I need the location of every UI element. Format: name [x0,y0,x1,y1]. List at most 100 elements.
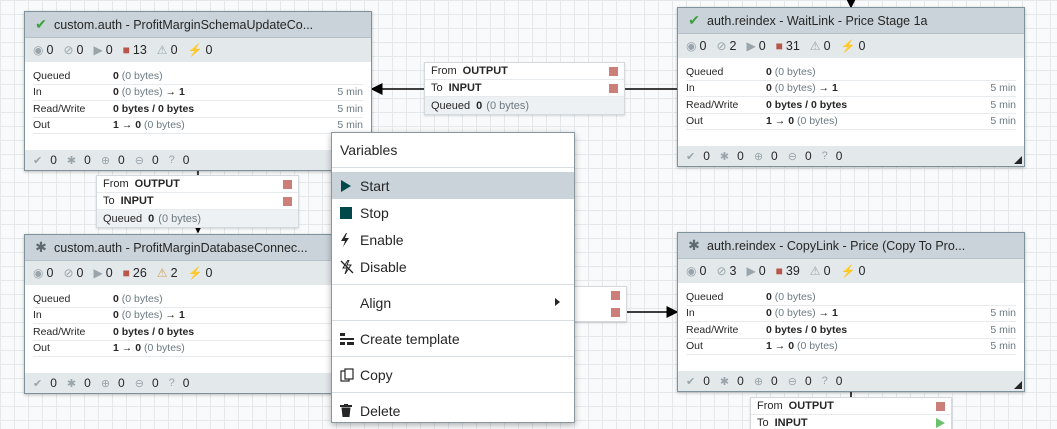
menu-item-stop[interactable]: Stop [332,199,574,226]
stopped-port-icon [611,308,620,317]
process-group-waitlink[interactable]: ✔ auth.reindex - WaitLink - Price Stage … [677,7,1025,167]
stale-icon: ⊕ [753,375,764,388]
menu-item-start[interactable]: Start [332,172,574,199]
process-group-database-connection[interactable]: ✱ custom.auth - ProfitMarginDatabaseConn… [24,234,372,394]
locally-modified-icon: ✱ [66,377,77,390]
play-icon: ▶ [746,264,756,278]
sync-failure-icon: ⊖ [134,154,144,167]
question-icon: ? [821,150,828,162]
invalid-stat: ⚠2 [156,266,178,280]
process-group-title-bar[interactable]: ✱ custom.auth - ProfitMarginDatabaseConn… [25,235,371,261]
stopped-port-icon [609,83,618,93]
status-bar: ◉0 ⊘0 ▶0 ■26 ⚠2 ⚡0 [25,261,371,285]
locally-modified-icon: ✱ [719,375,730,388]
invalid-stat: ⚠0 [156,43,178,57]
not-transmitting-stat: ⊘3 [716,264,737,278]
not-transmitting-icon: ⊘ [63,43,74,57]
play-icon: ▶ [93,43,103,57]
locally-modified-icon: ✱ [66,154,77,167]
menu-item-variables[interactable]: Variables [340,141,398,158]
bolt-off-icon: ⚡ [840,264,856,278]
menu-item-copy[interactable]: Copy [332,361,574,388]
asterisk-icon: ✱ [35,239,47,255]
status-bar: ◉0 ⊘3 ▶0 ■39 ⚠0 ⚡0 [678,259,1024,283]
checkmark-icon: ✔ [688,12,700,28]
process-group-title: custom.auth - ProfitMarginDatabaseConnec… [54,240,308,255]
question-icon: ? [168,377,175,389]
warning-icon: ⚠ [156,266,168,280]
question-icon: ? [821,375,828,387]
locally-modified-icon: ✱ [719,150,730,163]
menu-separator [332,356,574,357]
bolt-off-icon [340,259,360,274]
status-bar: ◉0 ⊘2 ▶0 ■31 ⚠0 ⚡0 [678,34,1024,58]
disabled-stat: ⚡0 [187,266,213,280]
warning-icon: ⚠ [156,43,168,57]
submenu-arrow-icon [555,298,560,306]
disabled-stat: ⚡0 [840,264,866,278]
resize-handle[interactable] [1014,381,1022,389]
play-icon [340,179,360,192]
warning-icon: ⚠ [809,39,821,53]
menu-item-delete[interactable]: Delete [332,397,574,424]
bolt-off-icon: ⚡ [187,43,203,57]
process-group-title: auth.reindex - CopyLink - Price (Copy To… [707,238,966,253]
checkmark-icon: ✔ [35,16,47,32]
warning-icon: ⚠ [809,264,821,278]
stop-icon: ■ [122,266,130,280]
process-group-title-bar[interactable]: ✱ auth.reindex - CopyLink - Price (Copy … [678,233,1024,259]
menu-item-align[interactable]: Align [332,289,574,316]
not-transmitting-stat: ⊘0 [63,43,84,57]
question-icon: ? [168,154,175,166]
menu-item-disable[interactable]: Disable [332,253,574,280]
template-icon [340,332,360,346]
trash-icon [340,404,360,417]
not-transmitting-stat: ⊘2 [716,39,737,53]
menu-separator [332,167,574,168]
menu-item-create-template[interactable]: Create template [332,325,574,352]
menu-item-enable[interactable]: Enable [332,226,574,253]
process-group-schema-update[interactable]: ✔ custom.auth - ProfitMarginSchemaUpdate… [24,11,372,171]
asterisk-icon: ✱ [688,237,700,253]
footer-bar: ✔0 ✱0 ⊕0 ⊖0 ?0 [678,371,1024,391]
bolt-off-icon: ⚡ [187,266,203,280]
transmitting-stat: ◉0 [33,266,54,280]
up-to-date-icon: ✔ [686,150,696,163]
transmitting-stat: ◉0 [686,264,707,278]
resize-handle[interactable] [1014,156,1022,164]
bolt-off-icon: ⚡ [840,39,856,53]
process-group-title-bar[interactable]: ✔ custom.auth - ProfitMarginSchemaUpdate… [25,12,371,38]
stopped-port-icon [283,179,292,189]
process-group-title-bar[interactable]: ✔ auth.reindex - WaitLink - Price Stage … [678,8,1024,34]
stop-icon: ■ [775,39,783,53]
menu-separator [332,392,574,393]
running-stat: ▶0 [746,39,766,53]
process-group-copylink[interactable]: ✱ auth.reindex - CopyLink - Price (Copy … [677,232,1025,392]
menu-separator [332,320,574,321]
disabled-stat: ⚡0 [840,39,866,53]
transmitting-icon: ◉ [686,264,697,278]
